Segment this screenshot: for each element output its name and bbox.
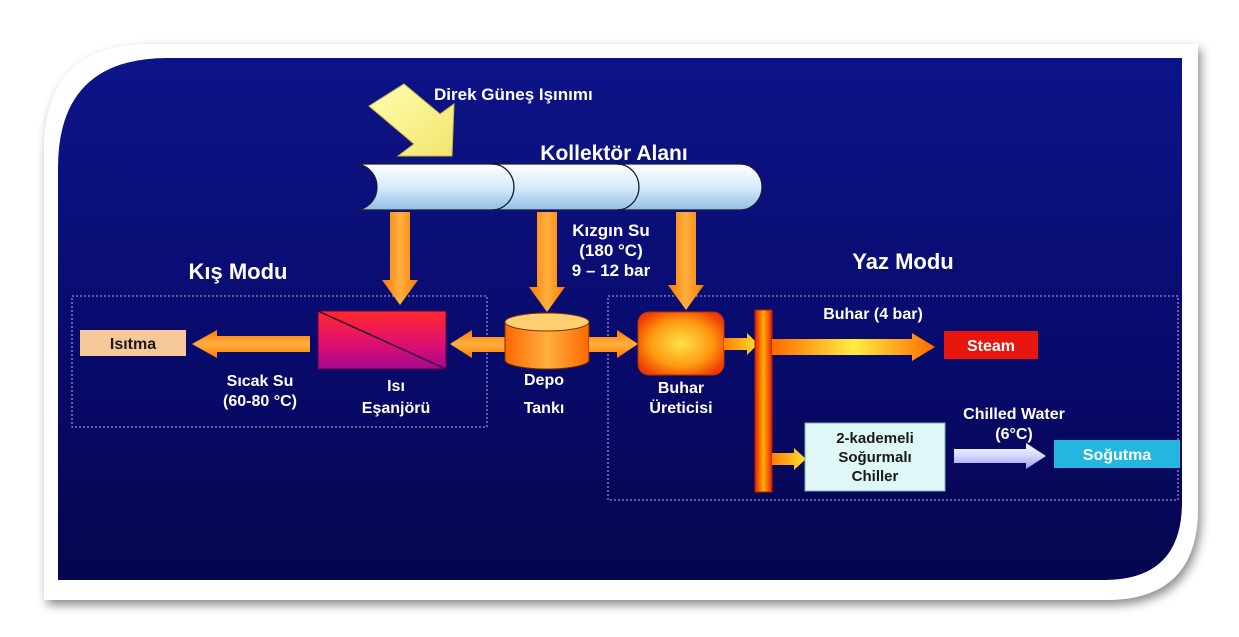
exchanger-to-heating-arrow: [192, 330, 310, 358]
hot-water-temp-label: (60-80 °C): [223, 393, 297, 410]
steam-generator-label-2: Üreticisi: [649, 398, 712, 417]
collector-to-exchanger-arrow: [382, 212, 418, 305]
superheated-pressure-label: 9 – 12 bar: [572, 261, 651, 280]
chiller-label-1: 2-kademeli: [836, 430, 914, 447]
storage-tank-label-2: Tankı: [524, 400, 565, 417]
steam-header-bar: [754, 309, 773, 493]
steam-pressure-label: Buhar (4 bar): [823, 306, 923, 323]
summer-mode-title: Yaz Modu: [852, 249, 953, 274]
chilled-water-arrow: [954, 443, 1046, 469]
heat-exchanger-label-1: Isı: [387, 378, 405, 395]
slide-background: [58, 58, 1182, 580]
storage-tank: [504, 312, 590, 370]
chiller-label-2: Soğurmalı: [838, 449, 911, 466]
steam-box: [944, 331, 1038, 359]
steam-label: Steam: [967, 338, 1015, 355]
superheated-temp-label: (180 °C): [579, 241, 642, 260]
collector-tube-2: [491, 163, 640, 211]
generator-to-header-arrow: [724, 333, 758, 355]
collector-tube-3: [616, 163, 763, 211]
header-to-chiller-arrow: [772, 448, 806, 470]
hot-water-label: Sıcak Su: [227, 373, 294, 390]
tank-to-exchanger-arrow: [450, 330, 506, 358]
collector-to-generator-arrow: [668, 212, 704, 310]
chiller-box: [804, 422, 946, 492]
collector-tube-1: [354, 163, 515, 211]
heat-exchanger-divider: [317, 310, 447, 370]
chilled-water-label: Chilled Water: [963, 406, 1065, 423]
summer-mode-region: [607, 295, 1179, 501]
chilled-water-temp-label: (6°C): [995, 426, 1033, 443]
steam-generator: [637, 311, 725, 376]
tank-to-generator-arrow: [589, 330, 638, 358]
chiller-label-3: Chiller: [852, 468, 899, 485]
steam-generator-label-1: Buhar: [658, 380, 704, 397]
collector-to-tank-arrow: [529, 212, 565, 312]
heat-exchanger-label-2: Eşanjörü: [362, 400, 430, 417]
cooling-box: [1054, 440, 1180, 468]
winter-mode-title: Kış Modu: [189, 259, 288, 284]
cooling-label: Soğutma: [1083, 447, 1152, 464]
heating-box: [80, 330, 186, 356]
steam-output-arrow: [772, 333, 935, 361]
superheated-water-label: Kızgın Su: [572, 221, 649, 240]
storage-tank-label-1: Depo: [524, 372, 564, 389]
solar-radiation-label: Direk Güneş Işınımı: [434, 85, 593, 104]
winter-mode-region: [71, 295, 488, 428]
heating-label: Isıtma: [110, 336, 156, 353]
collector-area-title: Kollektör Alanı: [540, 142, 687, 165]
collector-tubes: [354, 163, 763, 211]
solar-radiation-arrow: [368, 83, 455, 157]
